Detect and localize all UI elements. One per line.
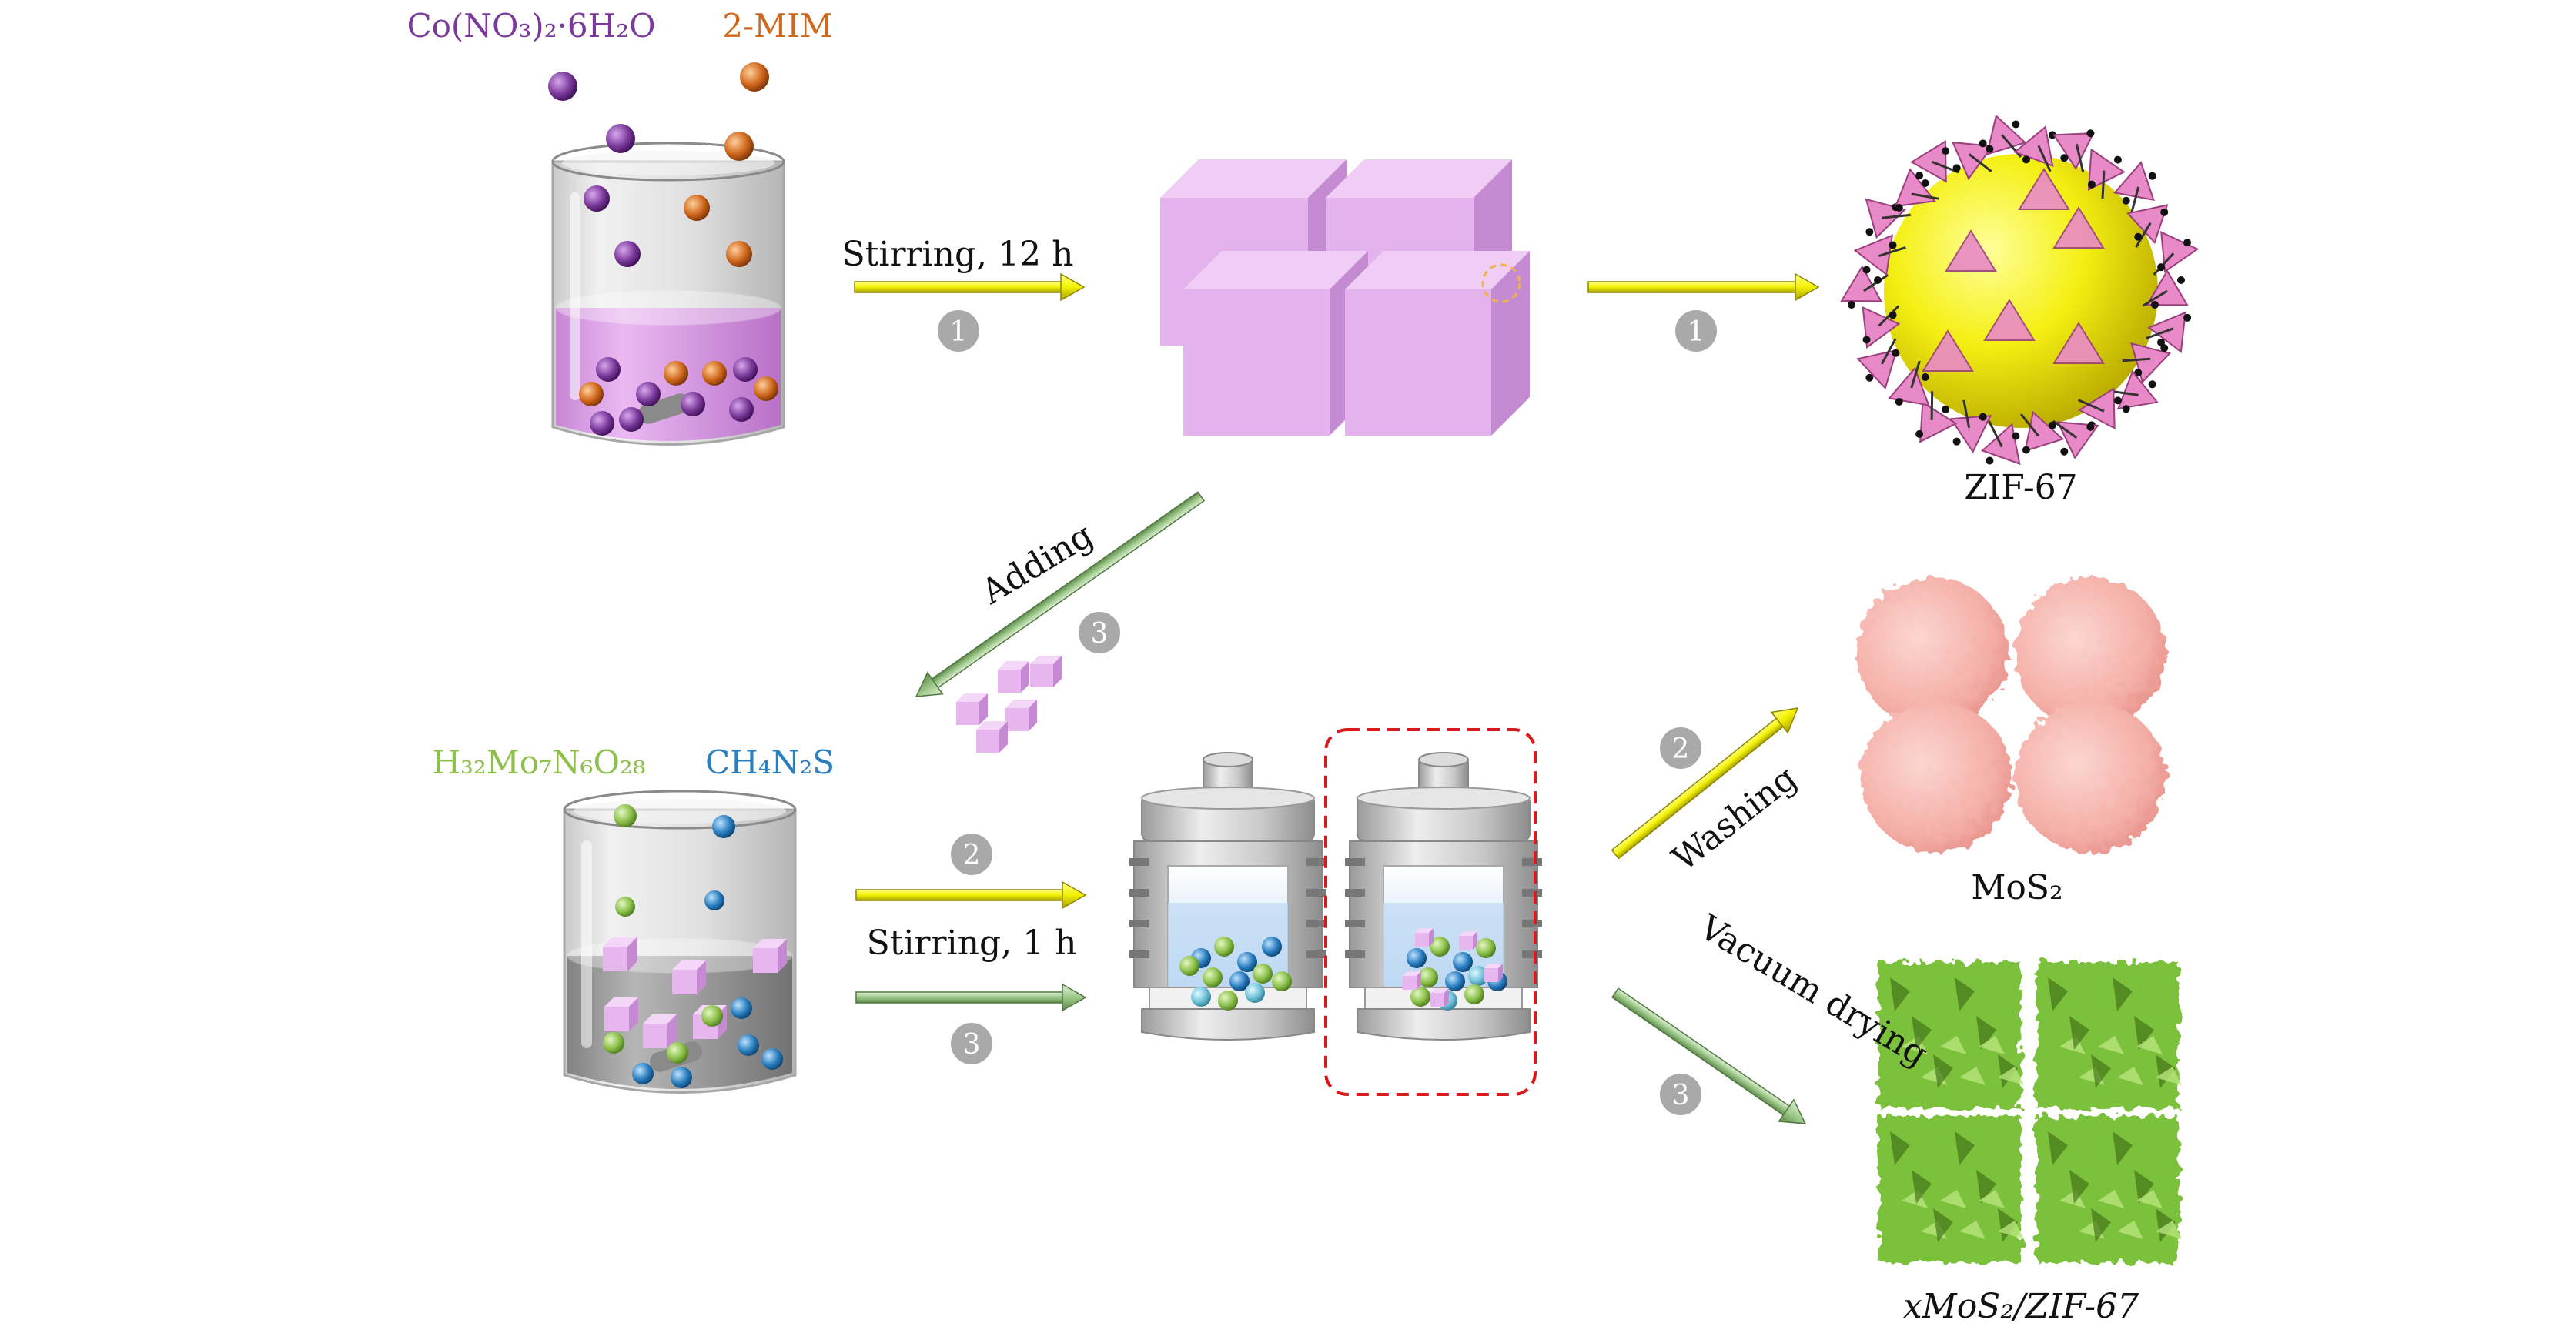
- beaker-zif-precursor: [548, 62, 785, 446]
- step-badge-3b: 3: [951, 1023, 992, 1064]
- svg-text:3: 3: [963, 1029, 981, 1061]
- zif67-structure: [1840, 114, 2200, 466]
- svg-text:3: 3: [1091, 618, 1109, 650]
- mos2-label: MoS₂: [1971, 868, 2062, 907]
- zoom-marker: [1481, 263, 1521, 303]
- step-badge-3c: 3: [1660, 1074, 1701, 1115]
- step-badge-1b: 1: [1675, 310, 1717, 352]
- svg-text:2: 2: [963, 840, 981, 871]
- arrow-vacuum-drying: [1611, 987, 1807, 1124]
- molybdate-label: H₃₂Mo₇N₆O₂₈: [432, 743, 645, 781]
- step-stirring-12h-label: Stirring, 12 h: [842, 235, 1074, 274]
- step-badge-3a: 3: [1079, 612, 1120, 653]
- arrow-to-zif67: [1587, 272, 1820, 302]
- step-stirring-1h-label: Stirring, 1 h: [867, 924, 1077, 963]
- arrow-stirring-1h-2: [855, 880, 1087, 910]
- cobalt-salt-label: Co(NO₃)₂·6H₂O: [406, 7, 655, 45]
- svg-text:1: 1: [1688, 316, 1705, 348]
- added-zif67-cubes: [956, 656, 1062, 753]
- beaker-mos2-precursor: [563, 790, 797, 1094]
- zif67-cube-cluster: [1160, 159, 1530, 436]
- highlight-frame: [1324, 728, 1537, 1096]
- step-washing-label: Washing: [1665, 758, 1804, 879]
- arrow-stirring-12h: [854, 272, 1086, 302]
- zif67-label: ZIF-67: [1964, 468, 2077, 507]
- autoclave-composite: [1345, 752, 1542, 1041]
- composite-product: [1878, 962, 2182, 1262]
- step-badge-2b: 2: [1660, 727, 1701, 769]
- arrow-adding: [915, 491, 1206, 697]
- thiourea-label: CH₄N₂S: [705, 743, 835, 781]
- step-badge-2a: 2: [951, 834, 992, 875]
- svg-text:1: 1: [950, 316, 968, 348]
- autoclave-mos2: [1129, 752, 1326, 1041]
- svg-text:3: 3: [1672, 1080, 1690, 1111]
- linker-label: 2-MIM: [722, 7, 833, 45]
- mos2-product: [1857, 577, 2166, 853]
- svg-text:2: 2: [1672, 733, 1690, 765]
- arrow-washing: [1611, 707, 1799, 860]
- composite-label: xMoS₂/ZIF-67: [1903, 1287, 2139, 1326]
- step-badge-1a: 1: [938, 310, 979, 352]
- step-adding-label: Adding: [975, 516, 1100, 613]
- arrow-stirring-1h-3: [855, 983, 1087, 1012]
